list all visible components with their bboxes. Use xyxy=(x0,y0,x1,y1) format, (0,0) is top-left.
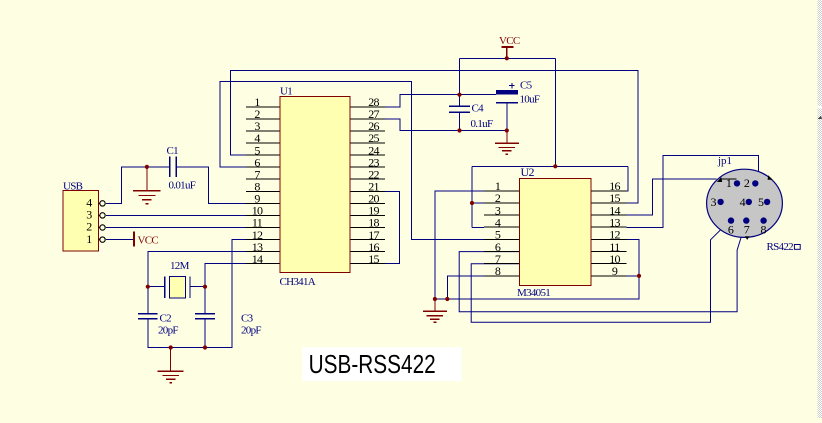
svg-text:8: 8 xyxy=(760,222,766,236)
svg-text:5: 5 xyxy=(758,195,764,209)
svg-text:8: 8 xyxy=(495,264,501,278)
svg-text:7: 7 xyxy=(744,222,750,236)
svg-text:C3: C3 xyxy=(241,313,254,325)
svg-text:USB: USB xyxy=(63,181,83,193)
svg-text:0.1uF: 0.1uF xyxy=(471,118,493,130)
svg-text:USB-RSS422: USB-RSS422 xyxy=(309,350,436,379)
svg-text:6: 6 xyxy=(728,222,734,236)
svg-text:1: 1 xyxy=(726,176,732,190)
svg-text:9: 9 xyxy=(612,264,618,278)
svg-text:14: 14 xyxy=(252,252,263,266)
svg-text:15: 15 xyxy=(368,252,379,266)
svg-text:U2: U2 xyxy=(521,165,535,179)
svg-text:CH341A: CH341A xyxy=(280,276,316,288)
svg-text:U1: U1 xyxy=(280,86,292,98)
svg-text:C2: C2 xyxy=(160,313,172,325)
svg-text:C4: C4 xyxy=(472,103,485,115)
svg-text:2: 2 xyxy=(744,176,750,190)
svg-text:0.01uF: 0.01uF xyxy=(169,179,196,191)
svg-text:10uF: 10uF xyxy=(520,94,540,106)
svg-text:4: 4 xyxy=(740,195,746,209)
svg-text:VCC: VCC xyxy=(138,234,159,246)
svg-text:M34051: M34051 xyxy=(517,287,550,299)
svg-text:3: 3 xyxy=(711,195,717,209)
svg-text:20pF: 20pF xyxy=(241,325,261,337)
svg-text:RS422: RS422 xyxy=(767,241,794,253)
svg-text:12M: 12M xyxy=(170,260,190,272)
svg-text:1: 1 xyxy=(86,232,92,246)
svg-text:jp1: jp1 xyxy=(717,155,732,167)
svg-text:20pF: 20pF xyxy=(158,325,178,337)
svg-text:C5: C5 xyxy=(520,80,533,92)
svg-text:C1: C1 xyxy=(167,145,179,157)
svg-text:VCC: VCC xyxy=(499,35,520,47)
